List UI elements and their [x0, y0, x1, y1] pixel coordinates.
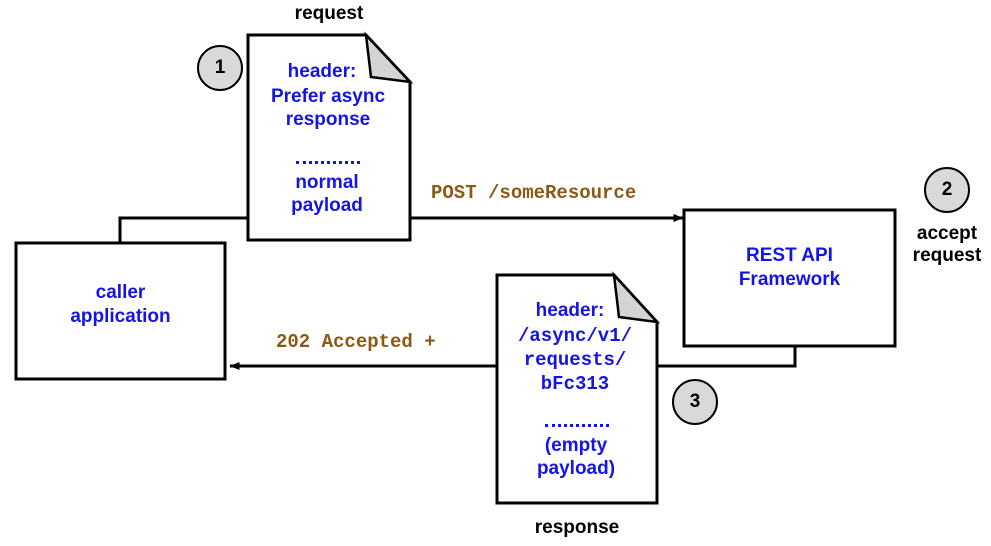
- response-header-label: header:: [535, 300, 605, 321]
- response-document-caption: response: [534, 517, 620, 538]
- request-header-label: header:: [287, 61, 357, 82]
- request-document-caption: request: [294, 3, 364, 24]
- response-doc-divider: [545, 424, 609, 427]
- shape-response-document: [495, 271, 661, 505]
- step-note-2: accept request: [912, 223, 982, 267]
- node-label-rest-api-framework: REST API Framework: [738, 245, 841, 290]
- request-header-value: Prefer async response: [270, 86, 386, 131]
- response-header-value: /async/v1/ requests/ bFc313: [517, 325, 633, 395]
- node-label-caller-application: caller application: [70, 282, 171, 327]
- node-rest-api-framework: [682, 208, 897, 348]
- step-badge-3: 3: [672, 379, 718, 425]
- edge-response-path: [229, 346, 797, 370]
- shape-request-document: [246, 31, 414, 242]
- response-payload-text: (empty payload): [536, 435, 616, 480]
- edge-label-response: 202 Accepted +: [276, 331, 436, 353]
- step-badge-2: 2: [924, 167, 970, 213]
- step-badge-1: 1: [197, 45, 243, 91]
- edge-request-path: [118, 214, 684, 243]
- node-caller-application: [14, 241, 227, 381]
- request-doc-divider: [296, 161, 360, 164]
- edge-label-request: POST /someResource: [431, 182, 637, 204]
- request-payload-text: normal payload: [291, 172, 363, 217]
